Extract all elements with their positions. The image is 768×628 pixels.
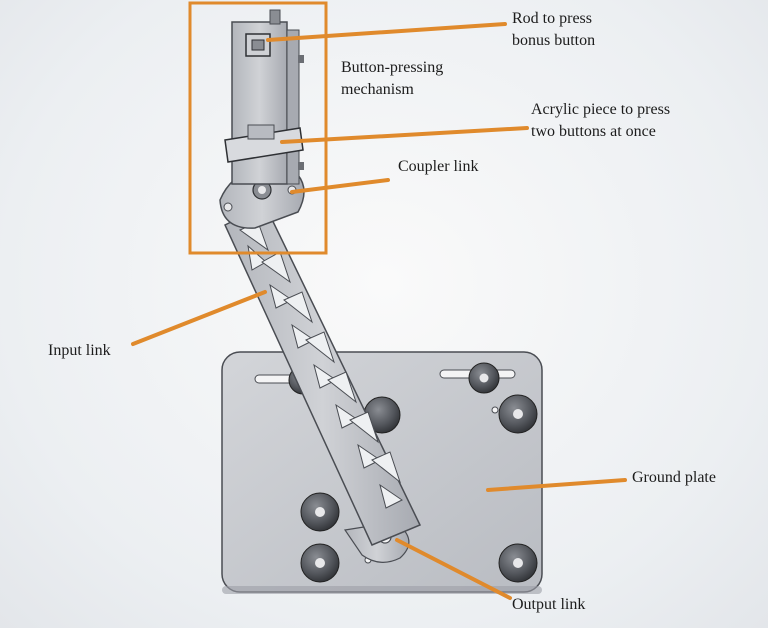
label-acrylic-line2: two buttons at once	[531, 123, 656, 140]
callout-coupler	[290, 178, 390, 194]
label-output: Output link	[512, 594, 585, 616]
label-ground-text: Ground plate	[632, 469, 716, 486]
label-button-mechanism-line1: Button-pressing	[341, 59, 444, 76]
label-button-mechanism-line2: mechanism	[341, 81, 414, 98]
label-rod-line1: Rod to press	[512, 10, 592, 27]
input-link-truss	[224, 203, 422, 546]
bonus-button-rod	[245, 33, 271, 57]
label-rod-line2: bonus button	[512, 32, 596, 49]
bushing-top-right	[468, 362, 500, 394]
bushing-bottom-left	[300, 543, 340, 583]
bushing-bottom-right	[498, 543, 538, 583]
label-acrylic-line1: Acrylic piece to press	[531, 101, 671, 118]
callout-rod	[266, 22, 507, 42]
highlight-box	[188, 1, 328, 255]
label-rod: Rod to press bonus button	[512, 8, 595, 52]
label-coupler-text: Coupler link	[398, 158, 479, 175]
bushing-lower-left	[300, 492, 340, 532]
callout-lines	[131, 22, 627, 600]
bushing-right	[498, 394, 538, 434]
label-input: Input link	[48, 340, 111, 362]
callout-input	[131, 290, 267, 346]
label-button-mechanism: Button-pressing mechanism	[341, 57, 443, 101]
label-acrylic: Acrylic piece to press two buttons at on…	[531, 99, 670, 143]
label-coupler: Coupler link	[398, 156, 478, 178]
label-input-text: Input link	[48, 342, 111, 359]
acrylic-piece	[224, 127, 304, 163]
label-ground: Ground plate	[632, 467, 716, 489]
callout-output	[395, 538, 512, 600]
callout-acrylic	[280, 126, 529, 144]
label-output-text: Output link	[512, 596, 586, 613]
callout-ground	[486, 478, 627, 492]
button-pressing-housing	[224, 9, 304, 185]
